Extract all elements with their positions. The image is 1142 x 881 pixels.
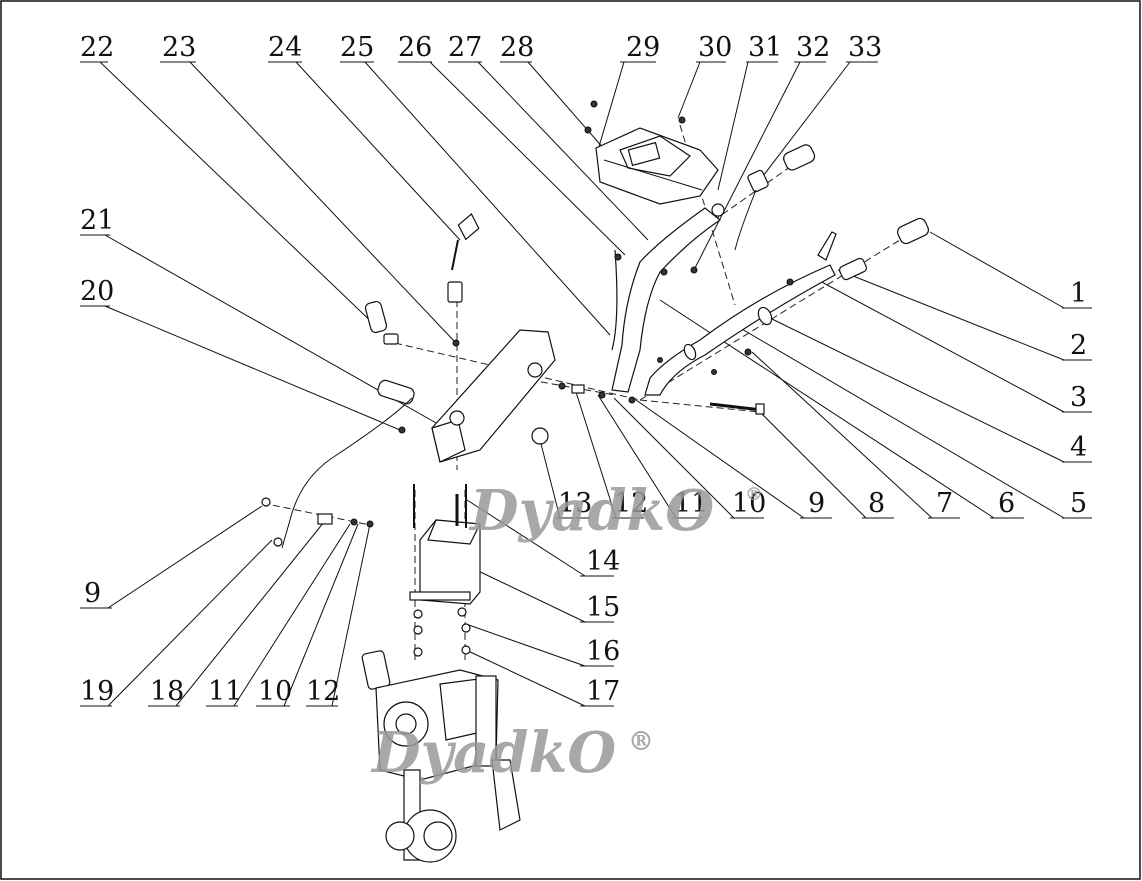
part-label-32: 32	[796, 32, 830, 63]
part-label-23: 23	[162, 32, 196, 63]
right-grip-part	[734, 144, 816, 251]
part-label-33: 33	[848, 32, 882, 63]
handlebar-left-tube	[611, 203, 725, 393]
part-label-15: 15	[586, 592, 620, 623]
part-label-7: 7	[936, 488, 953, 519]
part-label-20: 20	[80, 276, 114, 307]
column-bracket-part	[409, 484, 481, 605]
lever-rod-part	[447, 213, 480, 303]
part-label-27: 27	[448, 32, 482, 63]
part-label-26: 26	[398, 32, 432, 63]
part-label-16: 16	[586, 636, 620, 667]
watermark-upper-mark: ®	[745, 484, 763, 505]
part-label-12a: 12	[614, 488, 648, 519]
lower-lever-part	[281, 379, 415, 549]
part-label-10a: 10	[732, 488, 766, 519]
part-label-9b: 9	[84, 578, 101, 609]
part-label-28: 28	[500, 32, 534, 63]
watermark-group: DyadkO ® DyadkO ®	[370, 478, 763, 786]
washers-nuts	[413, 607, 471, 657]
part-label-5: 5	[1070, 488, 1087, 519]
part-label-14: 14	[586, 546, 620, 577]
long-bolt-part	[709, 402, 765, 415]
part-label-2: 2	[1070, 330, 1087, 361]
part-label-6: 6	[998, 488, 1015, 519]
part-label-31: 31	[748, 32, 782, 63]
part-label-9a: 9	[808, 488, 825, 519]
handlebar-right-tube	[644, 217, 930, 396]
part-label-13: 13	[558, 488, 592, 519]
leader-lines	[80, 61, 1092, 707]
small-fasteners	[261, 382, 636, 547]
part-label-21: 21	[80, 205, 114, 236]
part-label-22: 22	[80, 32, 114, 63]
part-label-30: 30	[698, 32, 732, 63]
part-label-4: 4	[1070, 432, 1087, 463]
part-label-3: 3	[1070, 382, 1087, 413]
gearbox-assembly	[361, 650, 521, 863]
part-label-29: 29	[626, 32, 660, 63]
part-label-11a: 11	[674, 488, 708, 519]
part-label-18: 18	[150, 676, 184, 707]
part-label-25: 25	[340, 32, 374, 63]
part-label-11b: 11	[208, 676, 242, 707]
part-label-19: 19	[80, 676, 114, 707]
part-label-10b: 10	[258, 676, 292, 707]
part-label-8: 8	[868, 488, 885, 519]
part-label-1: 1	[1070, 278, 1087, 309]
part-label-17: 17	[586, 676, 620, 707]
watermark-upper: DyadkO	[468, 478, 714, 544]
part-label-24: 24	[268, 32, 302, 63]
watermark-lower-mark: ®	[628, 727, 654, 757]
top-cover-part	[584, 100, 719, 205]
watermark-lower: DyadkO	[370, 720, 616, 786]
upper-left-grip	[364, 300, 460, 347]
main-housing-part	[431, 329, 556, 463]
